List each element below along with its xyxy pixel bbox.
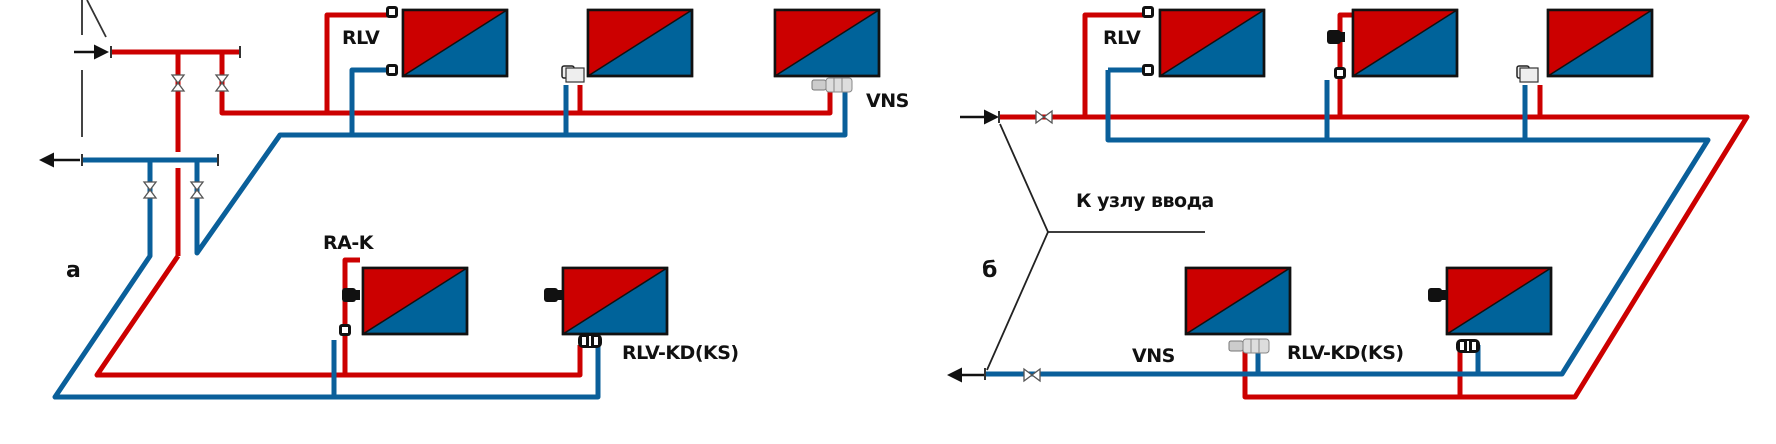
radiator-icon: [1445, 266, 1553, 336]
label-rlv-kd-a: RLV-KD(KS): [622, 342, 739, 364]
gate-valve-icon: [143, 181, 157, 199]
label-vns-a: VNS: [866, 90, 909, 112]
radiator-icon: [561, 266, 669, 336]
scheme-a: [39, 0, 881, 400]
thermostatic-head-icon: [1327, 30, 1345, 44]
label-rlv-kd-b: RLV-KD(KS): [1287, 342, 1404, 364]
ra-k-valve-icon: [339, 324, 351, 336]
label-rlv-b: RLV: [1103, 27, 1141, 49]
radiator-icon: [586, 8, 694, 78]
section-label-b: б: [982, 258, 997, 283]
leader-line: [986, 123, 1049, 371]
rlv-valve-icon: [386, 6, 398, 18]
rlv-valve-icon: [386, 64, 398, 76]
vns-valve-icon: [811, 77, 853, 93]
return-pipes-a: [52, 67, 848, 400]
section-label-a: а: [66, 258, 81, 283]
scheme-b: [947, 6, 1750, 400]
supply-pipes-a: [94, 12, 833, 378]
rlv-kd-valve-icon: [1456, 339, 1480, 353]
radiator-icon: [1184, 266, 1292, 336]
radiator-icon: [1158, 8, 1266, 78]
gate-valve-icon: [171, 74, 185, 92]
gate-valve-icon: [215, 74, 229, 92]
radiator-icon: [1546, 8, 1654, 78]
vns-valve-icon: [1228, 338, 1270, 354]
rlv-valve-icon: [1142, 64, 1154, 76]
radiator-icon: [361, 266, 469, 336]
thermostatic-head-icon: [1428, 288, 1446, 302]
rlv-valve-icon: [1142, 6, 1154, 18]
supply-pipes-b: [999, 12, 1750, 400]
label-vns-b: VNS: [1132, 345, 1175, 367]
label-ra-k-a: RA-K: [323, 232, 373, 254]
thermostatic-head-icon: [544, 288, 562, 302]
radiator-icon: [773, 8, 881, 78]
gate-valve-icon: [190, 181, 204, 199]
radiator-icon: [1351, 8, 1459, 78]
gate-valve-icon: [1023, 368, 1041, 382]
label-to-inlet-node: К узлу ввода: [1076, 190, 1214, 212]
thermostatic-head-icon: [342, 288, 360, 302]
gate-valve-icon: [1035, 110, 1053, 124]
leader-line: [86, 0, 107, 38]
ra-k-valve-icon: [1334, 67, 1346, 79]
rlv-kd-valve-icon: [578, 334, 602, 348]
label-rlv-a: RLV: [342, 27, 380, 49]
radiator-icon: [401, 8, 509, 78]
